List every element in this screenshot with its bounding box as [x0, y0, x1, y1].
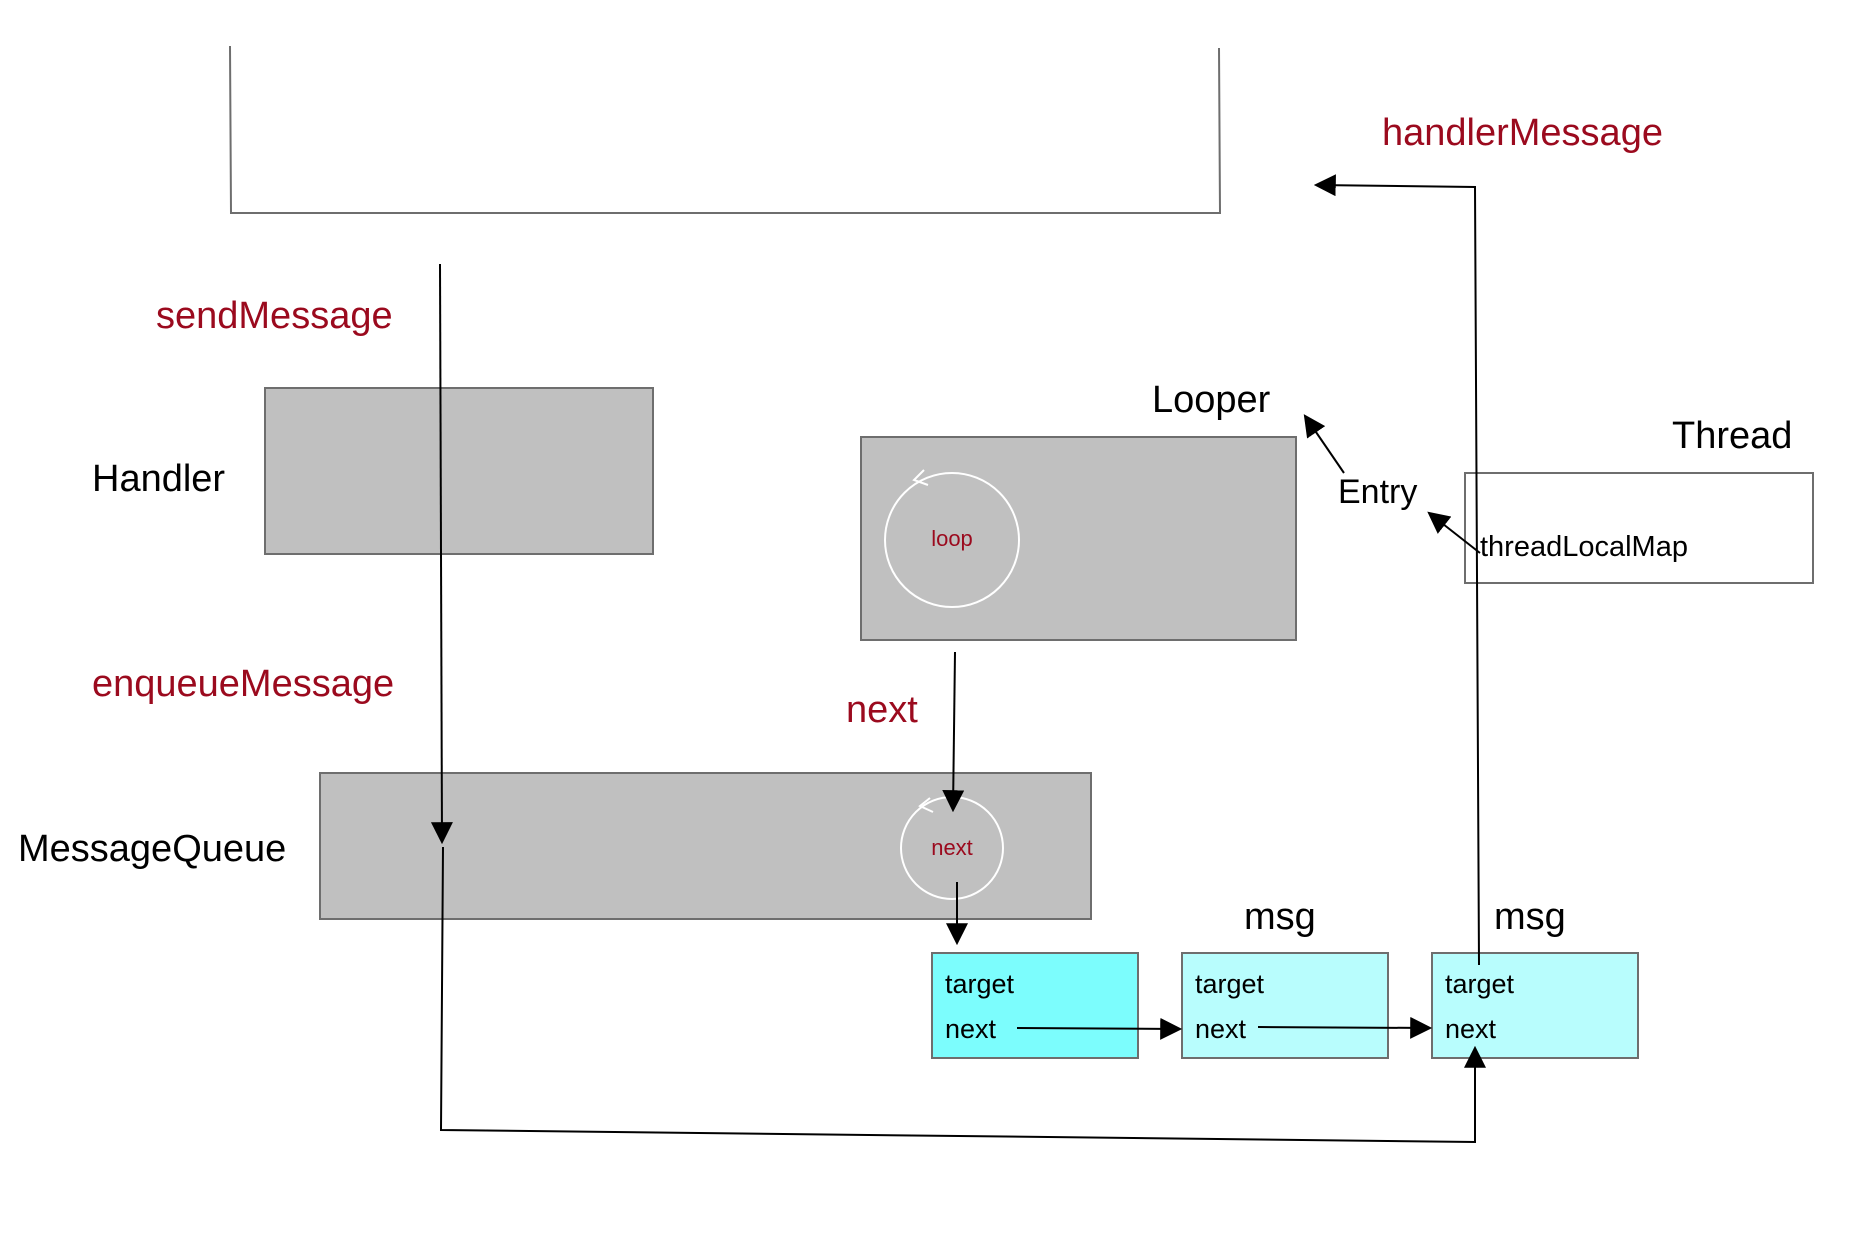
- looper-next-arrow: [942, 651, 965, 813]
- message-node-target: target: [1445, 969, 1515, 999]
- message-node-next: next: [1195, 1014, 1247, 1044]
- message-node-next: next: [1445, 1014, 1497, 1044]
- message-2-next-arrow: [1257, 1016, 1433, 1039]
- thread-label: Thread: [1672, 415, 1792, 457]
- message-queue-label: MessageQueue: [18, 828, 286, 870]
- message-1-next-arrow: [1016, 1017, 1183, 1040]
- message-node-2: msg target next: [1181, 896, 1389, 1059]
- next-label: next: [846, 689, 918, 731]
- enqueue-message-label: enqueueMessage: [92, 663, 394, 705]
- entry-label: Entry: [1338, 473, 1417, 511]
- message-node-box: [1431, 952, 1639, 1059]
- message-queue-box: [319, 772, 1092, 920]
- handler-label: Handler: [92, 458, 225, 500]
- loop-circle-arrow-icon: [912, 469, 929, 486]
- message-node-caption: msg: [1494, 896, 1566, 938]
- thread-local-map-label: threadLocalMap: [1480, 531, 1688, 563]
- message-node-caption: msg: [1244, 896, 1316, 938]
- handler-message-label: handlerMessage: [1382, 112, 1663, 154]
- entry-to-looper-arrow: [1303, 414, 1345, 474]
- queue-circle-arrow-icon: [918, 797, 934, 813]
- message-node-1: target next: [931, 952, 1139, 1059]
- ui-container-outline: [229, 45, 1222, 214]
- thread-box: [1464, 472, 1814, 584]
- message-node-target: target: [1195, 969, 1265, 999]
- queue-next-circle-label: next: [931, 835, 973, 860]
- enqueue-route-arrow: [439, 846, 1486, 1144]
- looper-label: Looper: [1152, 379, 1271, 421]
- send-message-arrow: [430, 263, 453, 845]
- handler-message-arrow: [1313, 174, 1480, 966]
- message-node-target: target: [945, 969, 1015, 999]
- message-node-box: [1181, 952, 1389, 1059]
- message-node-next: next: [945, 1014, 997, 1044]
- thread-local-map-arrow: [1427, 511, 1481, 554]
- message-node-box: [931, 952, 1139, 1059]
- send-message-label: sendMessage: [156, 295, 393, 337]
- handler-box: [264, 387, 654, 555]
- loop-circle-label: loop: [931, 526, 973, 551]
- looper-box: [860, 436, 1297, 641]
- loop-circle: [884, 472, 1020, 608]
- message-node-3: msg target next: [1431, 896, 1639, 1059]
